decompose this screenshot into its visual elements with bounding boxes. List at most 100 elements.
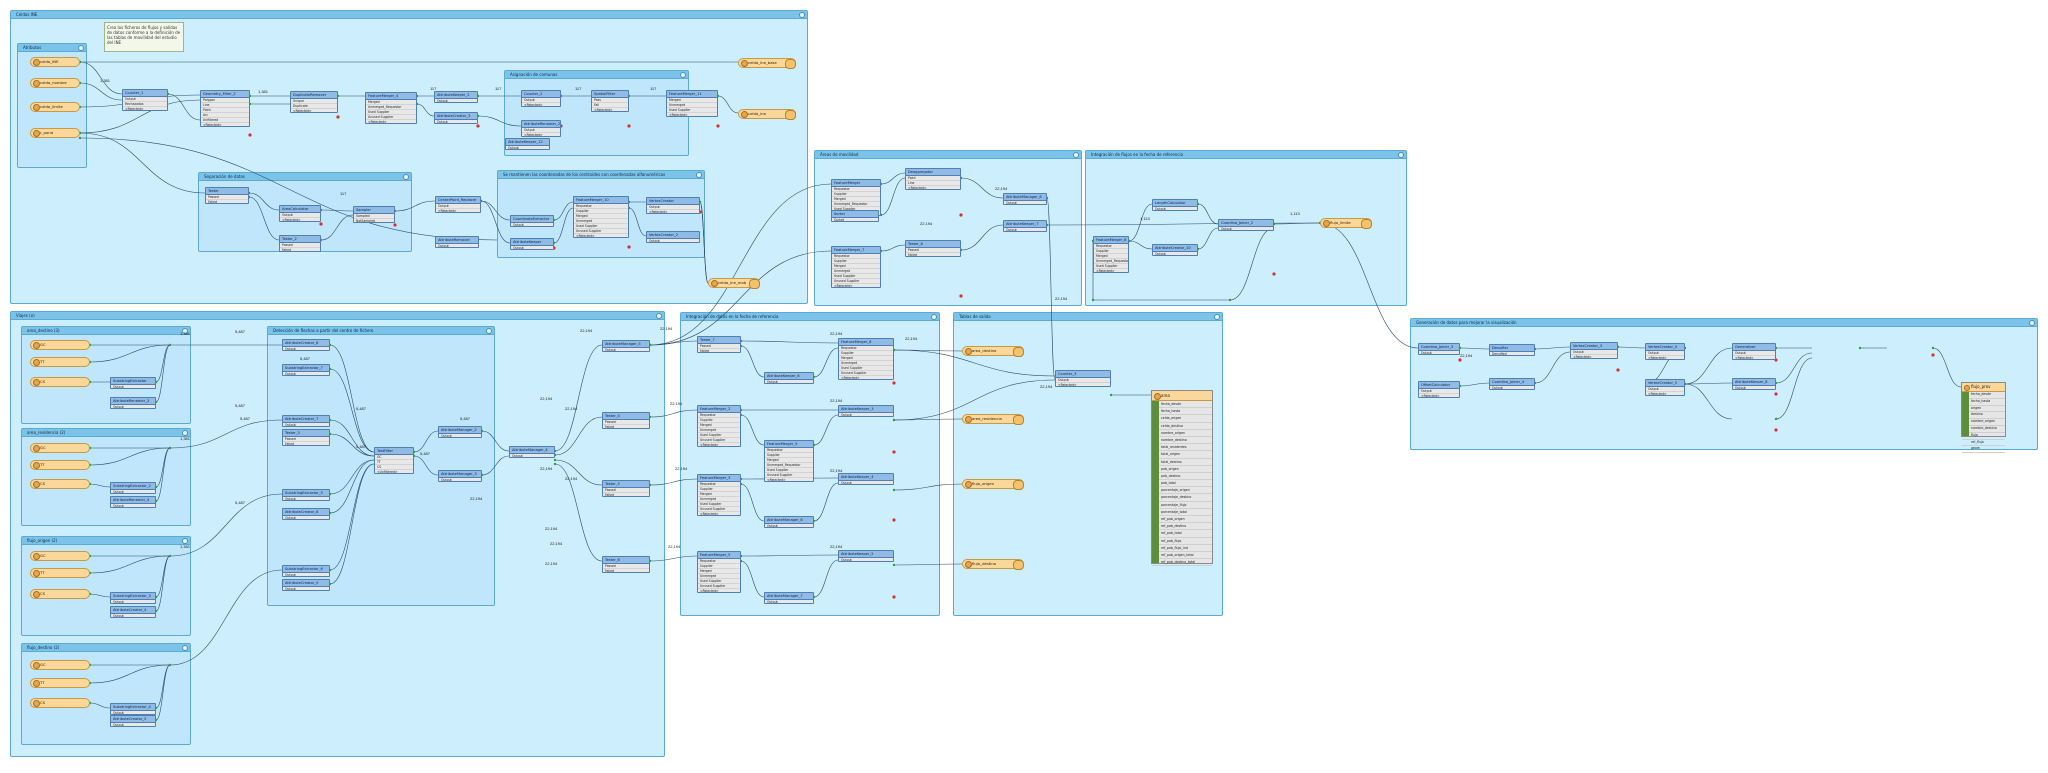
- reader-feature-type[interactable]: celda_limite: [30, 102, 80, 112]
- transformer-port[interactable]: Unused Supplier: [765, 473, 813, 478]
- transformer-port[interactable]: Failed: [906, 253, 960, 256]
- transformer-port[interactable]: Unused Supplier: [698, 438, 740, 443]
- transformer-port[interactable]: Point: [201, 108, 249, 113]
- attribute-row[interactable]: nombre_origen: [1152, 430, 1212, 437]
- transformer-port[interactable]: CS: [375, 465, 413, 470]
- transformer-port[interactable]: Output: [511, 246, 553, 249]
- attribute-row[interactable]: geom: [1962, 446, 2005, 454]
- transformer-port[interactable]: <Rejected>: [592, 108, 628, 111]
- transformer-port[interactable]: Used Supplier: [1094, 264, 1128, 269]
- collapse-icon[interactable]: [182, 645, 188, 651]
- attribute-row[interactable]: pob_total: [1152, 480, 1212, 488]
- transformer-port[interactable]: Output: [1153, 252, 1197, 255]
- collapse-icon[interactable]: [680, 72, 686, 78]
- transformer-port[interactable]: Merged: [698, 492, 740, 497]
- transformer-port[interactable]: <Rejected>: [667, 113, 717, 116]
- transformer-port[interactable]: Merged: [765, 458, 813, 463]
- transformer-port[interactable]: Duplicate: [291, 104, 337, 109]
- transformer-port[interactable]: <Rejected>: [522, 133, 560, 136]
- transformer-port[interactable]: Output: [1571, 350, 1617, 355]
- transformer-port[interactable]: Passed: [283, 437, 329, 442]
- attribute-row[interactable]: celda_destino: [1152, 423, 1212, 430]
- transformer-port[interactable]: Output: [603, 348, 649, 351]
- transformer-port[interactable]: Merged: [667, 98, 717, 103]
- transformer-port[interactable]: Output: [283, 347, 329, 350]
- attribute-row[interactable]: destino: [1962, 412, 2005, 420]
- transformer-port[interactable]: <Rejected>: [1094, 269, 1128, 272]
- transformer-port[interactable]: Output: [111, 723, 155, 726]
- reader-feature-type[interactable]: TT: [30, 357, 90, 367]
- transformer-port[interactable]: Unused Supplier: [832, 279, 880, 284]
- collapse-icon[interactable]: [1214, 314, 1220, 320]
- reader-feature-type[interactable]: CS: [30, 377, 90, 387]
- transformer-port[interactable]: Failed: [698, 349, 740, 352]
- attribute-row[interactable]: fecha_hasta: [1152, 408, 1212, 416]
- transformer-port[interactable]: NotSampled: [354, 219, 394, 222]
- reader-feature-type[interactable]: GC: [30, 551, 90, 561]
- transformer-port[interactable]: <Rejected>: [765, 478, 813, 481]
- transformer-port[interactable]: Output: [522, 98, 560, 103]
- transformer-port[interactable]: Unmerged: [667, 103, 717, 108]
- transformer-port[interactable]: Requestor: [1094, 244, 1128, 249]
- attribute-row[interactable]: ref_pob_total: [1152, 530, 1212, 538]
- transformer-port[interactable]: Requestor: [839, 346, 893, 351]
- transformer-port[interactable]: Used Supplier: [839, 366, 893, 371]
- transformer-port[interactable]: Unused Supplier: [366, 115, 416, 120]
- collapse-icon[interactable]: [182, 328, 188, 334]
- transformer-port[interactable]: Output: [522, 128, 560, 133]
- transformer-port[interactable]: Merged: [832, 264, 880, 269]
- reader-feature-type[interactable]: CS: [30, 479, 90, 489]
- bookmark-flujo-destino[interactable]: flujo_destino (2): [21, 643, 191, 745]
- transformer-port[interactable]: Supplier: [839, 351, 893, 356]
- transformer-port[interactable]: Output: [511, 223, 553, 226]
- transformer-port[interactable]: Passed: [603, 564, 649, 569]
- transformer-port[interactable]: Output: [1056, 378, 1110, 383]
- transformer-port[interactable]: Output: [510, 454, 554, 457]
- transformer-port[interactable]: Used Supplier: [698, 433, 740, 438]
- reader-feature-type[interactable]: GC: [30, 340, 90, 350]
- transformer-port[interactable]: Output: [506, 146, 549, 149]
- transformer-port[interactable]: Unmerged_Requestor: [832, 202, 880, 207]
- collapse-icon[interactable]: [403, 174, 409, 180]
- transformer-port[interactable]: Unmerged_Requestor: [366, 105, 416, 110]
- transformer-port[interactable]: Requestor: [698, 559, 740, 564]
- bookmark-celdas-ine[interactable]: Celdas INE: [10, 10, 808, 304]
- attribute-row[interactable]: porcentaje_total: [1152, 509, 1212, 516]
- transformer-port[interactable]: Supplier: [574, 209, 628, 214]
- transformer-port[interactable]: Output: [111, 711, 155, 714]
- transformer-port[interactable]: Failed: [603, 425, 649, 428]
- attribute-row[interactable]: ref_pob_origen: [1152, 516, 1212, 524]
- transformer-port[interactable]: <Rejected>: [698, 443, 740, 446]
- transformer-port[interactable]: Output: [111, 385, 155, 388]
- transformer-port[interactable]: Output: [839, 558, 893, 561]
- transformer-port[interactable]: <Rejected>: [291, 109, 337, 112]
- transformer-port[interactable]: Merged: [698, 423, 740, 428]
- collapse-icon[interactable]: [182, 430, 188, 436]
- transformer-port[interactable]: Sorted: [832, 218, 878, 221]
